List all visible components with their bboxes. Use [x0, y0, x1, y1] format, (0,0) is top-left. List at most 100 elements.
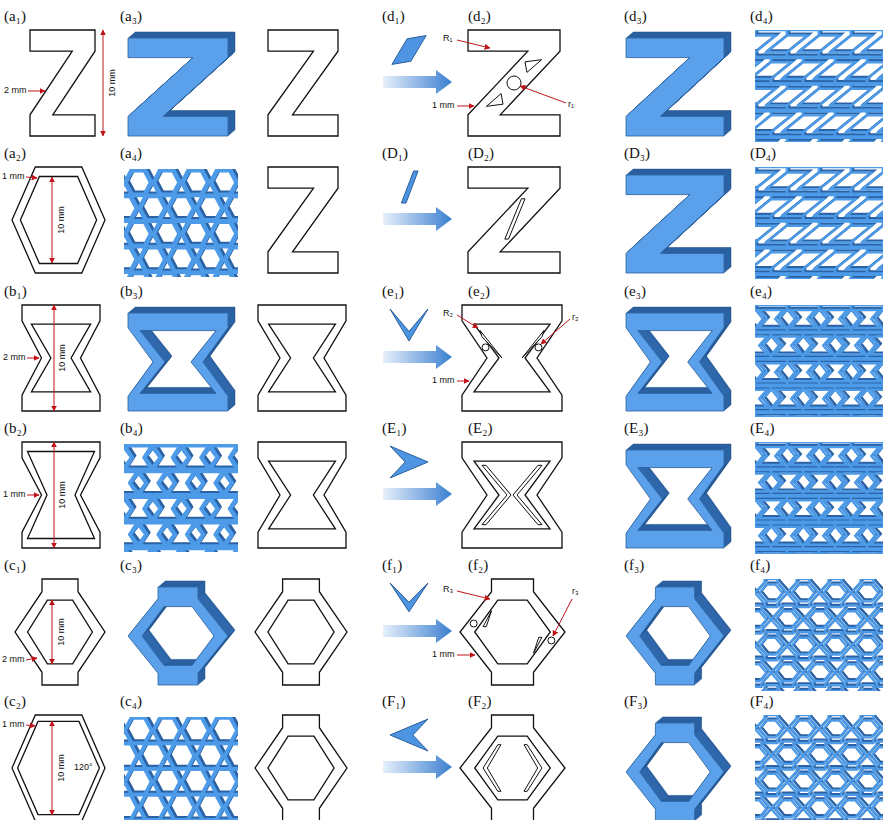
lattice-strut [867, 742, 883, 770]
lattice-strut [181, 444, 210, 471]
lattice [755, 167, 883, 279]
cell-depth [627, 37, 725, 135]
dimension-arrow [457, 40, 490, 48]
strut-piece [390, 309, 428, 341]
cell-depth [627, 722, 725, 820]
lattice-strut [755, 469, 771, 497]
panel-label: (e₁) [382, 283, 404, 300]
lattice-strut [167, 521, 196, 548]
lattice-strut [867, 57, 883, 85]
lattice-strut [124, 272, 153, 277]
lattice-strut [771, 385, 803, 413]
cell-outline [268, 167, 338, 273]
dimension-arrow [520, 86, 566, 103]
dimension-arrow [457, 106, 474, 107]
cut-slit [524, 745, 542, 792]
lattice-strut [803, 247, 835, 275]
lattice-strut [755, 167, 787, 195]
cell-outline [22, 442, 100, 548]
lattice [755, 442, 883, 554]
lattice-strut [867, 247, 883, 275]
panel-label: (f₂) [468, 557, 488, 574]
dimension-arrow [457, 655, 475, 656]
lattice-strut [755, 30, 787, 58]
dimension-label: 10 mm [108, 69, 118, 97]
cell-3d [128, 38, 228, 136]
lattice-strut [819, 715, 851, 743]
lattice-strut [167, 470, 196, 497]
strut-piece [390, 719, 428, 751]
dimension-arrow [26, 725, 35, 726]
lattice [755, 579, 883, 691]
lattice-strut [755, 332, 771, 360]
lattice-strut [195, 743, 224, 770]
lattice-strut [124, 495, 153, 522]
lattice [124, 444, 238, 552]
lattice-strut [787, 30, 819, 58]
lattice-strut [803, 606, 835, 634]
lattice-strut [124, 246, 138, 273]
lattice-strut [771, 247, 803, 275]
lattice-strut [819, 411, 851, 417]
lattice-strut [124, 794, 138, 820]
panel-label: (e₃) [624, 283, 646, 300]
lattice-strut [787, 305, 819, 333]
lattice-strut [819, 167, 851, 195]
lattice-strut [181, 272, 210, 277]
panel-label: (b₁) [4, 283, 27, 300]
dimension-arrow [26, 658, 37, 660]
panel-label: (e₂) [468, 283, 490, 300]
lattice-strut [124, 743, 138, 770]
cut-hole [482, 344, 489, 351]
panel-label: (c₄) [120, 693, 142, 710]
lattice-strut [819, 442, 851, 470]
lattice-strut [755, 411, 787, 417]
strut-piece [392, 36, 426, 65]
cell-outline [468, 167, 560, 273]
lattice-strut [787, 136, 819, 142]
lattice-strut [124, 470, 138, 497]
lattice-strut [181, 495, 210, 522]
lattice-strut [755, 442, 787, 470]
panel-label: (b₄) [120, 420, 143, 437]
lattice-strut [771, 606, 803, 634]
cell-outline [258, 442, 346, 548]
lattice-strut [851, 632, 883, 660]
cell-outline [30, 30, 95, 136]
lattice-strut [755, 385, 771, 413]
lattice-strut [755, 57, 771, 85]
lattice-strut [755, 522, 771, 550]
lattice-strut [138, 246, 167, 273]
lattice-strut [787, 83, 819, 111]
lattice-strut [167, 195, 196, 222]
lattice-strut [835, 659, 867, 687]
lattice [755, 30, 883, 142]
dimension-label: r₂ [572, 313, 579, 323]
lattice-strut [819, 83, 851, 111]
cut-slit [522, 330, 544, 358]
lattice-strut [124, 220, 153, 247]
lattice-strut [835, 522, 867, 550]
panel-label: (d₂) [468, 8, 491, 25]
lattice-strut [224, 521, 238, 548]
cell-3d [128, 587, 228, 685]
lattice-strut [771, 659, 803, 687]
dimension-arrow [103, 30, 104, 136]
lattice-strut [867, 522, 883, 550]
lattice-strut [195, 794, 224, 820]
dimension-label: 10 mm [57, 618, 67, 646]
dimension-label: R₃ [443, 585, 453, 595]
lattice-strut [819, 768, 851, 796]
lattice-strut [195, 470, 224, 497]
cell-outline [255, 579, 347, 685]
cell-3d [626, 587, 724, 685]
panel-label: (a₄) [120, 145, 142, 162]
cut-slit [505, 199, 525, 239]
lattice-strut [124, 717, 153, 744]
lattice-strut [787, 273, 819, 279]
dimension-label: 1 mm [3, 490, 26, 500]
lattice-strut [224, 794, 238, 820]
cell-outline [460, 715, 565, 820]
dimension-label: R₁ [443, 34, 453, 44]
panel-label: (E₁) [382, 420, 406, 437]
